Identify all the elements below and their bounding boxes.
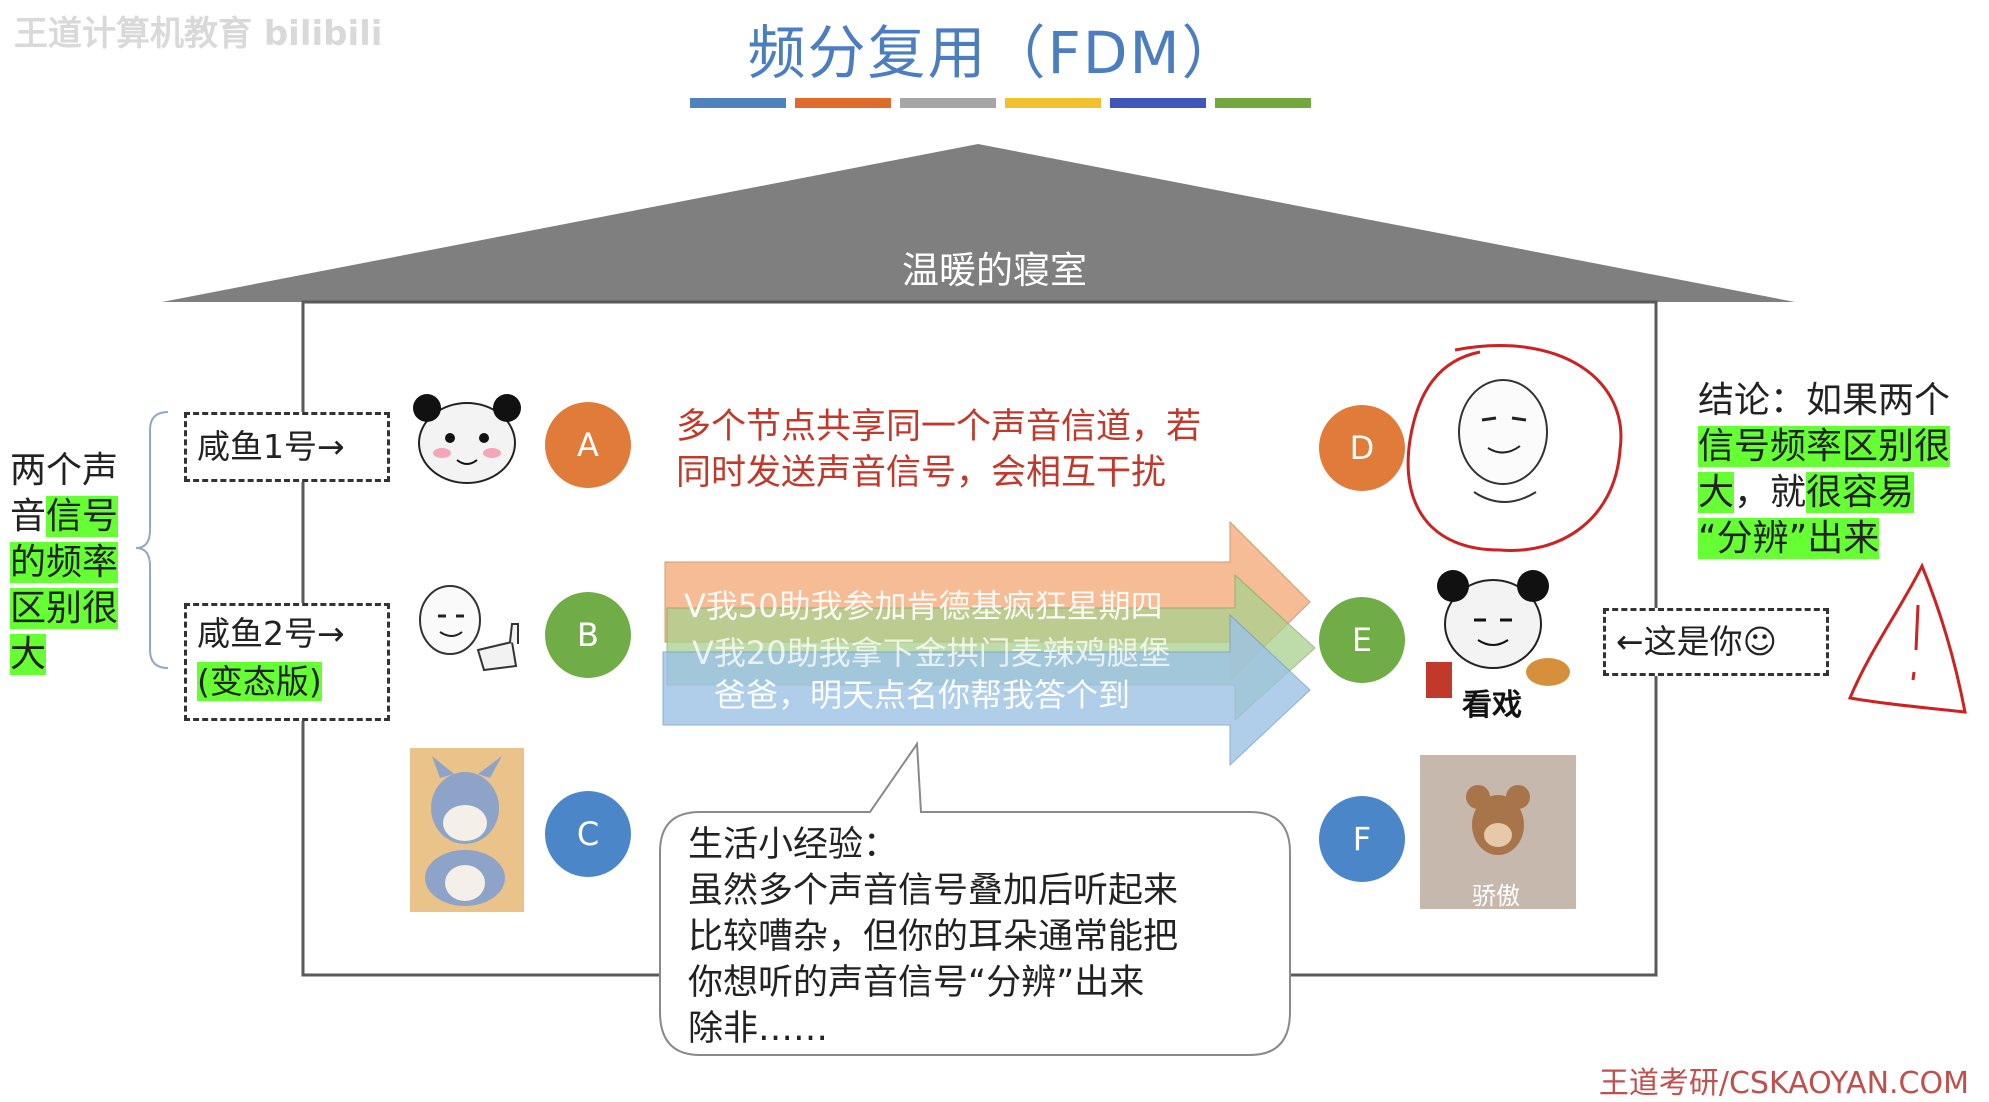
footer-brand: 王道考研/CSKAOYAN.COM [1598, 1066, 1969, 1101]
left-note-line: 的频率 [10, 542, 119, 583]
jerry-mouse-meme-image [1420, 755, 1576, 909]
slide: 王道计算机教育 bilibili 频分复用（FDM） 温暖的寝室 两个声 音信号… [10, 14, 1980, 1101]
left-brace [135, 411, 169, 669]
signal-arrows [662, 520, 1316, 767]
slide-title: 频分复用（FDM） [747, 19, 1242, 87]
conclusion-line2: 信号频率区别很 [1698, 426, 1951, 467]
bubble-text: 生活小经验： 虽然多个声音信号叠加后听起来 比较嘈杂，但你的耳朵通常能把 你想听… [688, 822, 1178, 1052]
conclusion-note: 结论：如果两个 信号频率区别很 大，就很容易 “分辨”出来 [1698, 378, 1980, 562]
speech-bubble-shape [659, 741, 1291, 1056]
smirk-face-meme-image [1458, 379, 1548, 503]
node-c: C [545, 791, 631, 877]
red-warning-mark [1911, 604, 1920, 681]
watermark: 王道计算机教育 bilibili [14, 14, 383, 54]
bubble-line4: 除非…… [688, 1009, 829, 1049]
bubble-line3: 你想听的声音信号“分辨”出来 [688, 963, 1145, 1003]
panda-watching-meme-image [1426, 570, 1570, 698]
panda-meme-image [413, 394, 521, 484]
node-e: E [1319, 597, 1405, 683]
title-color-stripe [690, 98, 1311, 108]
arrow-label-a: V我50助我参加肯德基疯狂星期四 [684, 587, 1163, 625]
house-roof [162, 144, 1795, 302]
interference-note-line2: 同时发送声音信号，会相互干扰 [676, 453, 1167, 493]
stripe-segment [900, 98, 996, 108]
stripe-segment [1215, 98, 1311, 108]
red-warning-triangle [1847, 562, 1967, 714]
sender2-label-line1: 咸鱼2号→ [197, 614, 345, 653]
interference-note: 多个节点共享同一个声音信道，若 同时发送声音信号，会相互干扰 [676, 404, 1201, 496]
left-note-line: 区别很 [10, 588, 119, 629]
bubble-title: 生活小经验： [688, 825, 899, 865]
conclusion-line3: 大，就很容易 [1698, 472, 1915, 513]
arrow-label-c: 爸爸，明天点名你帮我答个到 [714, 676, 1131, 714]
roof-label: 温暖的寝室 [902, 249, 1087, 292]
tom-cat-meme-image [410, 748, 524, 912]
house-diagram [135, 144, 1967, 1056]
sender2-label-line2: (变态版) [197, 662, 322, 701]
left-note-line: 两个声 [10, 450, 119, 491]
meme-caption-proud: 骄傲 [1472, 882, 1520, 910]
node-f: F [1319, 796, 1405, 882]
signal-arrow-c-to-d [662, 613, 1311, 767]
stripe-segment [1110, 98, 1206, 108]
sender1-label: 咸鱼1号→ [184, 412, 390, 482]
bubble-line2: 比较嘈杂，但你的耳朵通常能把 [688, 917, 1179, 957]
red-circle-annotation [1406, 344, 1623, 552]
stripe-segment [690, 98, 786, 108]
node-b: B [545, 592, 631, 678]
interference-note-line1: 多个节点共享同一个声音信道，若 [676, 407, 1202, 447]
meme-caption-watching: 看戏 [1462, 688, 1522, 723]
conclusion-line1: 结论：如果两个 [1698, 380, 1951, 421]
left-note: 两个声 音信号 的频率 区别很 大 [10, 448, 130, 678]
left-note-line: 大 [10, 634, 47, 675]
node-a: A [545, 402, 631, 488]
you-label: ←这是你☺ [1603, 608, 1829, 676]
stripe-segment [795, 98, 891, 108]
thumbs-up-meme-image [419, 585, 519, 672]
sender2-label: 咸鱼2号→ (变态版) [184, 603, 390, 721]
conclusion-line4: “分辨”出来 [1698, 518, 1880, 559]
bubble-line1: 虽然多个声音信号叠加后听起来 [688, 871, 1179, 911]
stripe-segment [1005, 98, 1101, 108]
node-d: D [1319, 405, 1405, 491]
left-note-line: 音信号 [10, 496, 119, 537]
arrow-label-b: V我20助我拿下金拱门麦辣鸡腿堡 [692, 634, 1171, 672]
